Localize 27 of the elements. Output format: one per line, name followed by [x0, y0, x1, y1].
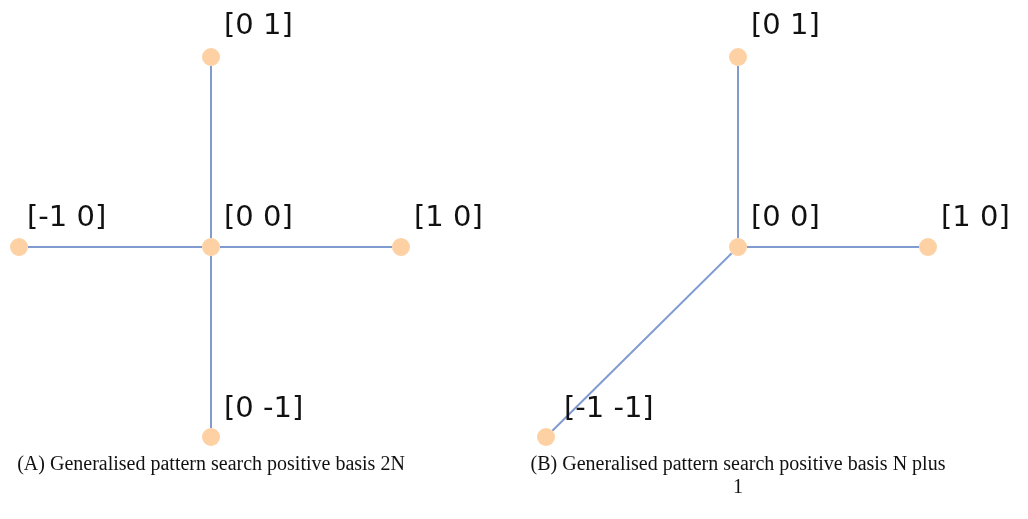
vector-label: [0 1] [751, 7, 820, 41]
connector-line [551, 252, 733, 432]
connector-line [210, 65, 212, 239]
vector-label: [1 0] [414, 199, 483, 233]
node-circle [919, 238, 937, 256]
node-circle [202, 48, 220, 66]
connector-line [737, 65, 739, 239]
vector-label: [0 -1] [224, 390, 304, 424]
connector-line [746, 246, 920, 248]
node-circle [10, 238, 28, 256]
node-circle [537, 428, 555, 446]
connector-line [219, 246, 393, 248]
node-circle [729, 48, 747, 66]
connector-line [210, 255, 212, 429]
vector-label: [0 0] [224, 199, 293, 233]
vector-label: [0 1] [224, 7, 293, 41]
node-circle [392, 238, 410, 256]
vector-label: [-1 0] [27, 199, 107, 233]
vector-label: [-1 -1] [564, 390, 654, 424]
vector-label: [0 0] [751, 199, 820, 233]
node-circle [729, 238, 747, 256]
figure-caption: (B) Generalised pattern search positive basis N plus 1 [529, 452, 947, 498]
vector-label: [1 0] [941, 199, 1010, 233]
connector-line [27, 246, 203, 248]
node-circle [202, 238, 220, 256]
node-circle [202, 428, 220, 446]
figure-caption: (A) Generalised pattern search positive basis 2N [16, 452, 406, 475]
